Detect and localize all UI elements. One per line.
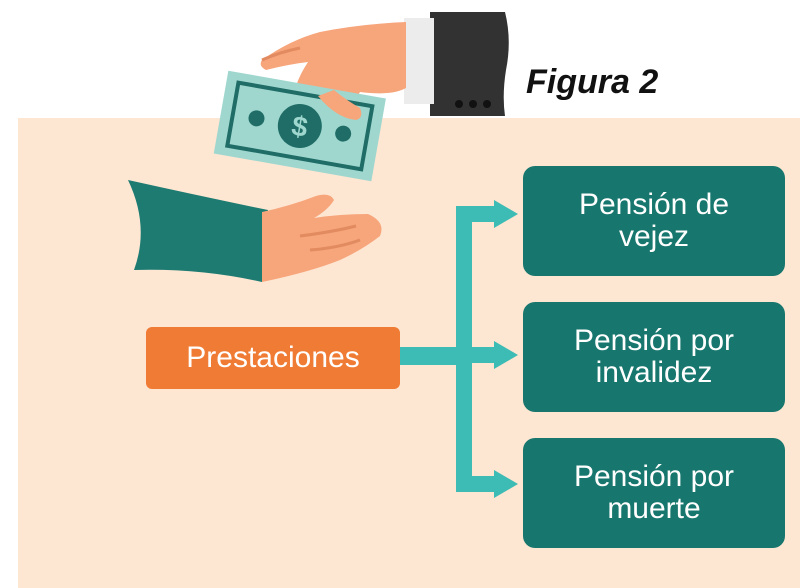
arrow-head-icon	[494, 470, 518, 498]
receiving-hand-icon	[262, 194, 382, 282]
arrow-head-icon	[494, 341, 518, 369]
target-label-line2: muerte	[607, 492, 701, 525]
source-label: Prestaciones	[186, 341, 360, 374]
receiving-sleeve-icon	[128, 180, 268, 282]
target-label-line2: invalidez	[595, 356, 713, 389]
target-label-line2: vejez	[618, 220, 690, 253]
source-box: Prestaciones	[146, 327, 400, 389]
target-label-line1: Pensión de	[578, 188, 730, 221]
suit-sleeve-icon	[404, 12, 509, 116]
arrow-head-icon	[494, 200, 518, 228]
target-label-line1: Pensión por	[573, 324, 735, 357]
target-box-muerte: Pensión por muerte	[523, 438, 785, 548]
figure-title: Figura 2	[526, 63, 659, 101]
target-label-line1: Pensión por	[573, 460, 735, 493]
currency-symbol: $	[289, 110, 310, 143]
connector-lines	[400, 200, 518, 498]
target-box-invalidez: Pensión por invalidez	[523, 302, 785, 412]
target-box-vejez: Pensión de vejez	[523, 166, 785, 276]
